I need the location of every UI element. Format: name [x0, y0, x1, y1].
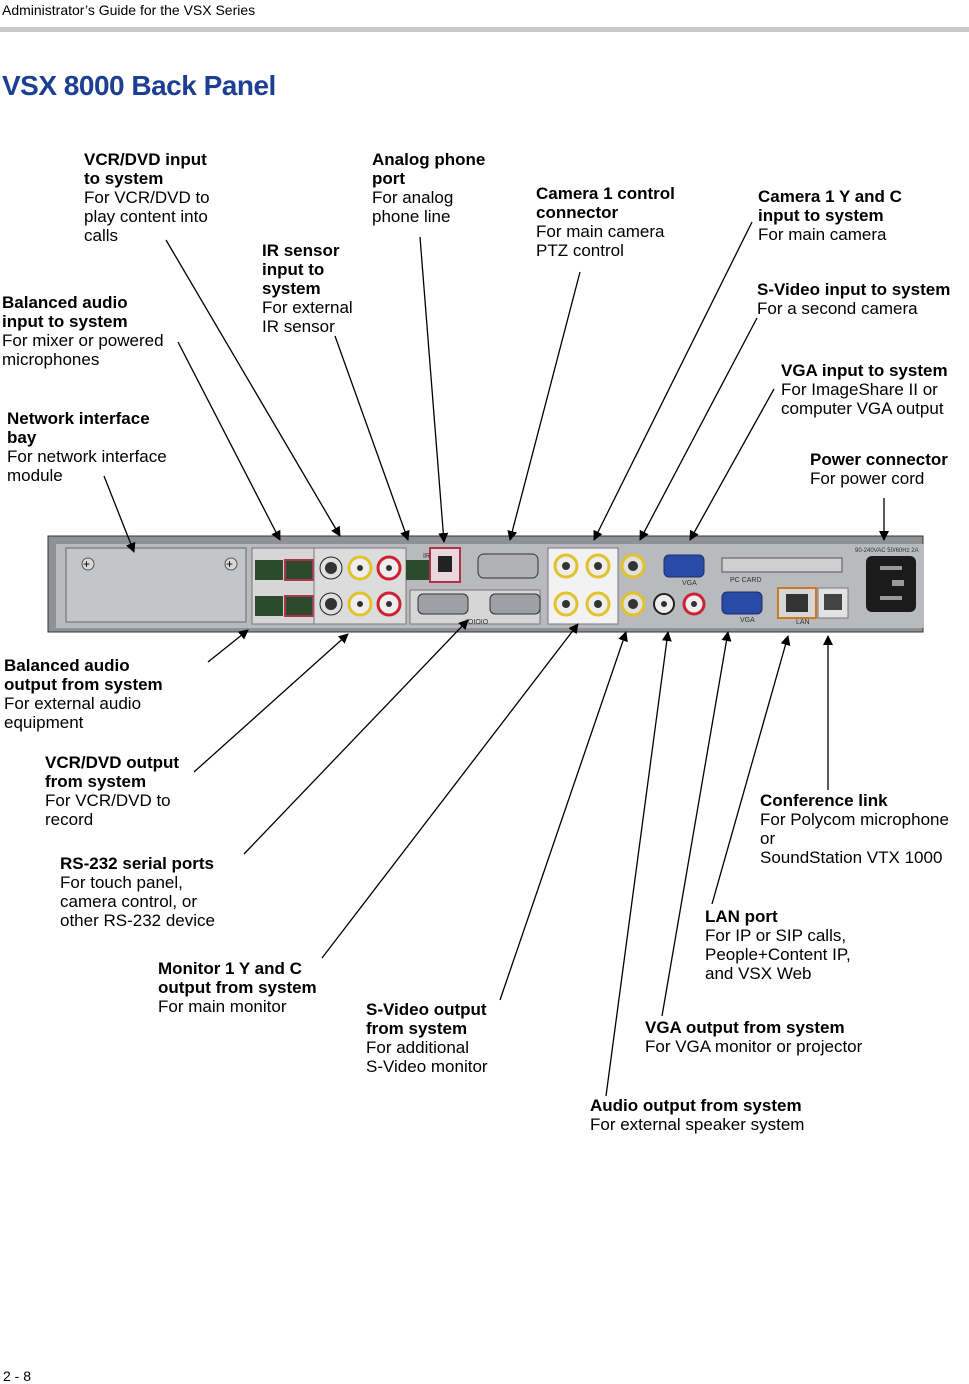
panel-vga-out-label: VGA: [740, 617, 755, 624]
svg-text:+: +: [226, 557, 233, 571]
panel-ir-label: IR: [423, 553, 430, 560]
callout-vcr-dvd-output: VCR/DVD output from system For VCR/DVD t…: [45, 753, 180, 829]
page-title: VSX 8000 Back Panel: [2, 70, 276, 101]
page-header: Administrator’s Guide for the VSX Series: [0, 0, 969, 34]
svg-text:+: +: [83, 557, 90, 571]
panel-pc-card-label: PC CARD: [730, 577, 762, 584]
leader-lines: [103, 221, 889, 1097]
callout-vga-input: VGA input to system For ImageShare II or…: [781, 361, 948, 418]
callout-conference-link: Conference link For Polycom microphone o…: [760, 791, 949, 867]
panel-ioioi-label: IOIOIO: [466, 619, 489, 626]
callout-rs232-serial-ports: RS-232 serial ports For touch panel, cam…: [60, 854, 215, 930]
callout-lan-port: LAN port For IP or SIP calls, People+Con…: [705, 907, 851, 983]
chassis: + +: [47, 535, 924, 633]
callout-camera1-yc-input: Camera 1 Y and C input to system For mai…: [758, 187, 902, 244]
header-text: Administrator’s Guide for the VSX Series: [2, 2, 256, 18]
callout-vcr-dvd-input: VCR/DVD input to system For VCR/DVD to p…: [84, 150, 210, 245]
panel-lan-label: LAN: [796, 619, 810, 626]
callout-audio-output: Audio output from system For external sp…: [590, 1096, 805, 1134]
panel-power-rating: 90-240VAC 50/60Hz 2A: [855, 548, 919, 554]
callout-svideo-input: S-Video input to system For a second cam…: [757, 280, 951, 318]
callout-ir-sensor-input: IR sensor input to system For external I…: [262, 241, 353, 336]
callout-svideo-output: S-Video output from system For additiona…: [366, 1000, 488, 1076]
callout-camera1-control: Camera 1 control connector For main came…: [536, 184, 675, 260]
panel-vga-in-label: VGA: [682, 580, 697, 587]
callout-power-connector: Power connector For power cord: [810, 450, 948, 488]
callout-balanced-audio-input: Balanced audio input to system For mixer…: [2, 293, 164, 369]
callout-vga-output: VGA output from system For VGA monitor o…: [645, 1018, 863, 1056]
callout-network-interface-bay: Network interface bay For network interf…: [7, 409, 167, 485]
callout-monitor1-yc-output: Monitor 1 Y and C output from system For…: [158, 959, 317, 1016]
callout-balanced-audio-output: Balanced audio output from system For ex…: [4, 656, 163, 732]
page-number: 2 - 8: [3, 1368, 32, 1384]
callout-analog-phone-port: Analog phone port For analog phone line: [372, 150, 486, 226]
header-rule: [0, 27, 969, 32]
